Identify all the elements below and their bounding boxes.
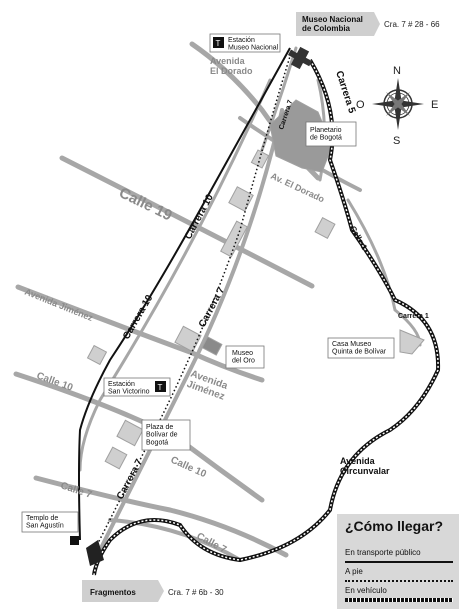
block-6 (174, 325, 202, 353)
museo-del-oro-block (201, 336, 223, 356)
legend-line-vehicle (345, 598, 453, 602)
road-calle-6 (108, 518, 242, 562)
road-calle-7 (33, 475, 289, 558)
legend-title: ¿Cómo llegar? (345, 518, 444, 534)
fragmentos-box: Fragmentos Cra. 7 # 6b - 30 (82, 580, 224, 602)
road-calle-19 (59, 155, 315, 289)
transmilenio-icon-san-victorino (155, 381, 166, 392)
compass-e: E (431, 99, 438, 111)
block-4 (314, 216, 336, 240)
road-avenida-jimenez (15, 284, 265, 383)
compass-rose (372, 78, 424, 130)
legend-en-vehiculo: En vehículo (345, 586, 387, 595)
label-calle-10-left: Calle 10 (35, 370, 75, 393)
label-carrera-1: Carrera 1 (398, 313, 429, 320)
transmilenio-icon (213, 37, 224, 48)
block-2 (228, 186, 254, 212)
road-carrera-7 (93, 108, 284, 562)
transmilenio-icon-san-agustin (70, 536, 79, 545)
fragmentos-label: Fragmentos (90, 588, 136, 597)
label-avenida-jimenez-right: AvenidaJiménez (185, 368, 230, 402)
label-calle-7-left: Calle 7 (59, 480, 93, 501)
fragmentos-marker (86, 540, 104, 566)
route-a-pie (91, 49, 293, 556)
buildings (86, 99, 425, 470)
block-5 (86, 344, 108, 366)
compass-o: O (356, 99, 365, 111)
casa-museo-block (399, 329, 425, 355)
legend-a-pie: A pie (345, 567, 363, 576)
svg-text:T: T (216, 39, 221, 48)
block-8 (104, 446, 128, 470)
road-carrera-10 (78, 78, 272, 472)
legend-panel: ¿Cómo llegar? En transporte público A pi… (337, 514, 459, 609)
route-en-vehiculo-chev (93, 59, 439, 576)
fragmentos-address: Cra. 7 # 6b - 30 (168, 588, 224, 597)
legend-transporte-publico: En transporte público (345, 548, 421, 557)
label-calle-19: Calle 19 (116, 184, 174, 224)
legend-line-transit (345, 561, 453, 563)
museo-nacional-address: Cra. 7 # 28 - 66 (384, 20, 440, 29)
label-avenida-jimenez-left: Avenida Jiménez (23, 287, 95, 324)
label-carrera-5: Carrera 5 (333, 70, 357, 116)
planetario-block (269, 99, 333, 173)
museo-nacional-marker (287, 46, 313, 70)
legend-line-walk (345, 580, 453, 582)
block-1 (250, 149, 270, 169)
compass-s: S (393, 135, 400, 147)
route-transporte-publico (78, 47, 291, 541)
compass-n: N (393, 65, 401, 77)
block-7 (116, 419, 144, 447)
svg-text:T: T (158, 383, 163, 392)
road-carrera-1 (346, 198, 422, 347)
